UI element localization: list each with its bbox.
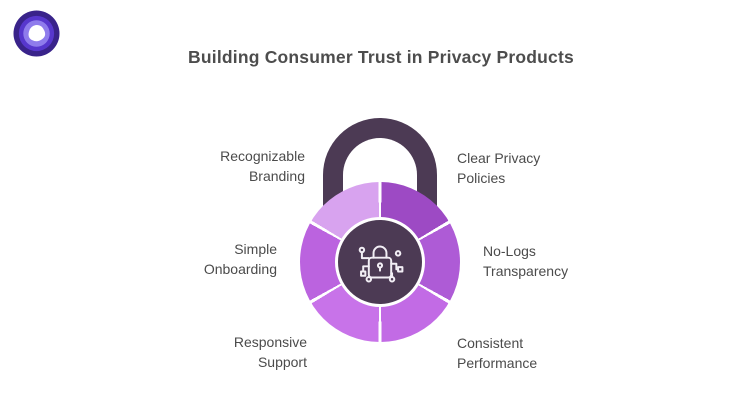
brand-logo — [13, 10, 60, 57]
label-line: Support — [257, 354, 307, 370]
label-line: Consistent — [457, 335, 524, 351]
segment-label-no-logs-transparency: No-Logs Transparency — [483, 241, 568, 281]
label-line: Performance — [457, 355, 538, 371]
label-line: Branding — [248, 168, 305, 184]
circuit-trace — [390, 262, 400, 271]
label-line: Transparency — [483, 263, 569, 279]
label-line: Simple — [234, 241, 277, 257]
circuit-lock-icon — [358, 245, 404, 283]
lock-body — [367, 256, 393, 279]
label-line: Policies — [457, 170, 506, 186]
circuit-node — [394, 250, 402, 257]
label-line: Responsive — [233, 334, 307, 350]
segment-label-clear-privacy-policies: Clear Privacy Policies — [457, 148, 540, 188]
segment-label-recognizable-branding: Recognizable Branding — [220, 146, 305, 186]
circuit-trace — [362, 265, 370, 273]
label-line: Onboarding — [203, 261, 277, 277]
segment-label-consistent-performance: Consistent Performance — [457, 333, 537, 373]
circuit-node — [365, 275, 373, 283]
hub-circle — [335, 217, 425, 307]
circuit-node-square — [360, 270, 367, 277]
page-title: Building Consumer Trust in Privacy Produ… — [188, 47, 574, 67]
brand-logo-icon — [13, 10, 60, 57]
label-line: Clear Privacy — [457, 150, 541, 166]
logo-blob — [28, 25, 46, 42]
segment-label-simple-onboarding: Simple Onboarding — [204, 239, 277, 279]
circuit-node — [358, 246, 366, 254]
label-line: No-Logs — [483, 243, 536, 259]
segment-label-responsive-support: Responsive Support — [234, 332, 307, 372]
circuit-node — [388, 275, 396, 283]
circuit-trace — [390, 272, 394, 278]
label-line: Recognizable — [220, 148, 305, 164]
circuit-trace — [360, 251, 370, 260]
lock-shackle — [372, 245, 388, 259]
circuit-node-square — [397, 266, 404, 273]
